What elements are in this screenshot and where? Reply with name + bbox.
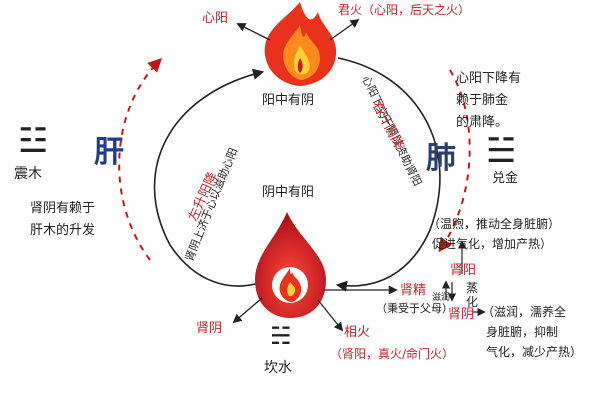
innate-label: （秉受于父母） <box>376 301 453 315</box>
left-circle-arc <box>153 68 265 287</box>
yang-effect-line1: （温煦，推动全身脏腑） <box>428 216 560 231</box>
lung-label: 肺 <box>426 141 456 176</box>
dui-jin-label: 兑金 <box>492 170 518 186</box>
liver-label: 肝 <box>94 135 124 170</box>
transform-label: 化 <box>466 295 478 309</box>
kidney-essence-label: 肾精 <box>400 283 426 298</box>
kidney-water-drop-icon <box>255 212 326 318</box>
heart-fire-icon <box>264 2 337 86</box>
bottom-yin-label: 阴中有阳 <box>262 185 314 200</box>
tide-label: 滋润 <box>432 291 450 303</box>
left-note-line2: 肝木的升发 <box>30 222 95 238</box>
zhen-trigram-icon: ☳ <box>18 121 48 161</box>
kidney-yin-right-label: 肾阴 <box>448 307 474 322</box>
jun-huo-label: 君火（心阳，后天之火） <box>338 3 470 17</box>
arrow-to-heart-yang <box>236 23 271 41</box>
kan-shui-label: 坎水 <box>264 360 292 376</box>
xiang-huo-sub-label: （肾阳，真火/命门火） <box>330 346 454 361</box>
left-arc-text: 肾阴上济于心以滋助心阳 <box>182 146 240 263</box>
kidney-yin-label: 肾阴 <box>196 321 222 336</box>
yang-effect-line2: 促进气化，增加产热） <box>432 236 552 251</box>
yin-effect-line1: （滋润，濡养全 <box>482 304 566 319</box>
right-note-line1: 心阳下降有 <box>456 71 521 86</box>
steam-label: 蒸 <box>466 281 478 295</box>
right-circle-arc <box>335 57 441 292</box>
top-yang-label: 阳中有阴 <box>262 93 314 108</box>
right-note-line3: 的肃降。 <box>456 114 508 130</box>
zhen-mu-label: 震木 <box>14 166 42 182</box>
heart-yang-label: 心阳 <box>202 11 228 26</box>
yin-effect-line2: 身脏腑，抑制 <box>486 324 558 339</box>
kan-trigram-icon: ☵ <box>270 322 292 350</box>
right-note-line2: 赖于肺金 <box>456 92 508 108</box>
arrow-to-xiang-huo <box>317 299 344 332</box>
xiang-huo-label: 相火 <box>344 325 370 340</box>
dui-trigram-icon: ☱ <box>486 131 516 171</box>
left-note-line1: 肾阴有赖于 <box>30 201 95 216</box>
yin-effect-line3: 气化，减少产热） <box>486 344 582 359</box>
kidney-yang-label: 肾阳 <box>450 263 476 278</box>
arrow-to-jun-huo <box>329 18 360 41</box>
left-dashed-arc <box>118 58 162 261</box>
arrow-to-kidney-yin <box>232 297 263 324</box>
